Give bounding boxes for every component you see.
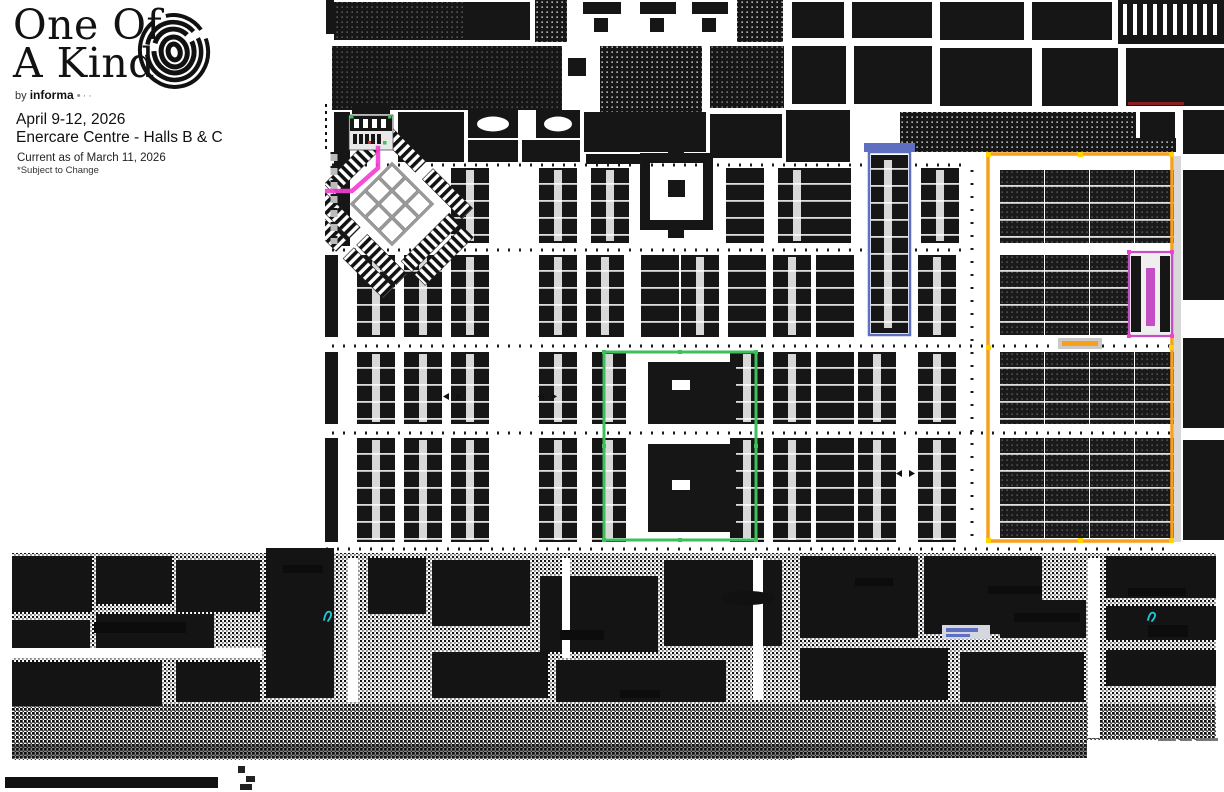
informa-brand: informa: [29, 88, 74, 102]
hall-third-band: [334, 110, 1224, 246]
red-underline-mark: [1128, 102, 1184, 105]
magenta-zone-outline: [1127, 250, 1174, 338]
blue-zone[interactable]: [864, 143, 915, 337]
green-zone-outline[interactable]: [602, 350, 758, 542]
header-panel: One Of A Kind by informa •·· April 9-12,…: [0, 0, 325, 545]
bottom-booth-field: [12, 548, 1216, 760]
aisle-tick-rows: [326, 163, 1172, 551]
subject-to-change: *Subject to Change: [17, 165, 99, 176]
orange-zone-outline[interactable]: [986, 152, 1174, 543]
fingerprint-logo-icon: [137, 13, 211, 89]
booth-columns-row3: [324, 352, 956, 424]
logo-line2: A Kind: [13, 39, 156, 88]
orange-zone-booths: [1000, 170, 1179, 538]
status-dot-red: [368, 141, 371, 144]
blue-label-chip[interactable]: [942, 625, 990, 639]
magenta-selection-handles: [1127, 250, 1174, 338]
show-dates: April 9-12, 2026: [16, 111, 126, 128]
blue-zone-label-bar: [864, 143, 915, 152]
hall-second-band: [332, 46, 1224, 112]
ring-booth-block: [640, 145, 713, 238]
orange-label-chip: [1058, 338, 1102, 349]
scale-bar: [5, 777, 218, 788]
magenta-center-bar: [1146, 268, 1155, 326]
informa-dots: •··: [76, 90, 94, 102]
booth-columns-row2: [324, 255, 956, 337]
magenta-zone[interactable]: [1127, 250, 1174, 338]
logo-wordmark: One Of A Kind: [13, 1, 163, 88]
booth-columns-row4: [324, 438, 956, 542]
green-zone-booths: [592, 352, 764, 542]
plan-footer: [5, 738, 1224, 792]
byline: by informa •··: [15, 88, 94, 102]
pink-route-path[interactable]: [315, 145, 381, 194]
service-booth-structure: [348, 106, 394, 151]
cyan-annotation: [323, 610, 1157, 622]
venue-name: Enercare Centre - Halls B & C: [16, 129, 223, 146]
right-edge-booths: [1174, 156, 1224, 542]
status-dot-green: [350, 115, 354, 119]
entrance-tick-corridor: [323, 104, 338, 244]
current-as-of: Current as of March 11, 2026: [17, 152, 166, 164]
logo-line1: One Of: [13, 1, 163, 49]
green-selection-handles: [602, 350, 758, 542]
orange-selection-handles: [986, 152, 1174, 543]
hall-top-band: [326, 0, 1224, 44]
aisle-arrow-marks: [443, 393, 915, 477]
